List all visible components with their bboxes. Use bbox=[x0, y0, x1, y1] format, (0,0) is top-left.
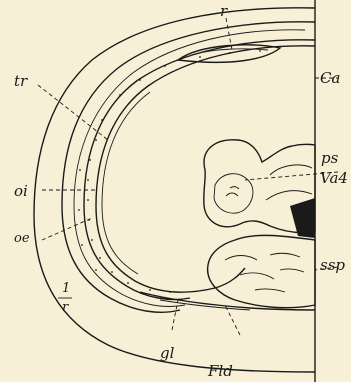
inner-lining bbox=[96, 46, 315, 292]
label-fld: Fld bbox=[207, 362, 233, 380]
label-tr: tr bbox=[14, 72, 28, 90]
label-oi: oi bbox=[14, 182, 28, 200]
fraction-numerator: 1 bbox=[62, 281, 70, 296]
label-r: r bbox=[220, 2, 228, 20]
outer-contour bbox=[34, 8, 315, 372]
label-gl: gl bbox=[160, 344, 175, 362]
label-va4: Va4 bbox=[320, 169, 348, 187]
fraction-denominator: r bbox=[62, 300, 69, 315]
label-ps: ps bbox=[321, 149, 339, 167]
label-ssp: ssp bbox=[320, 256, 345, 274]
lower-mass bbox=[208, 235, 315, 307]
label-ca: Ca bbox=[320, 69, 340, 87]
label-oe: oe bbox=[14, 231, 30, 246]
